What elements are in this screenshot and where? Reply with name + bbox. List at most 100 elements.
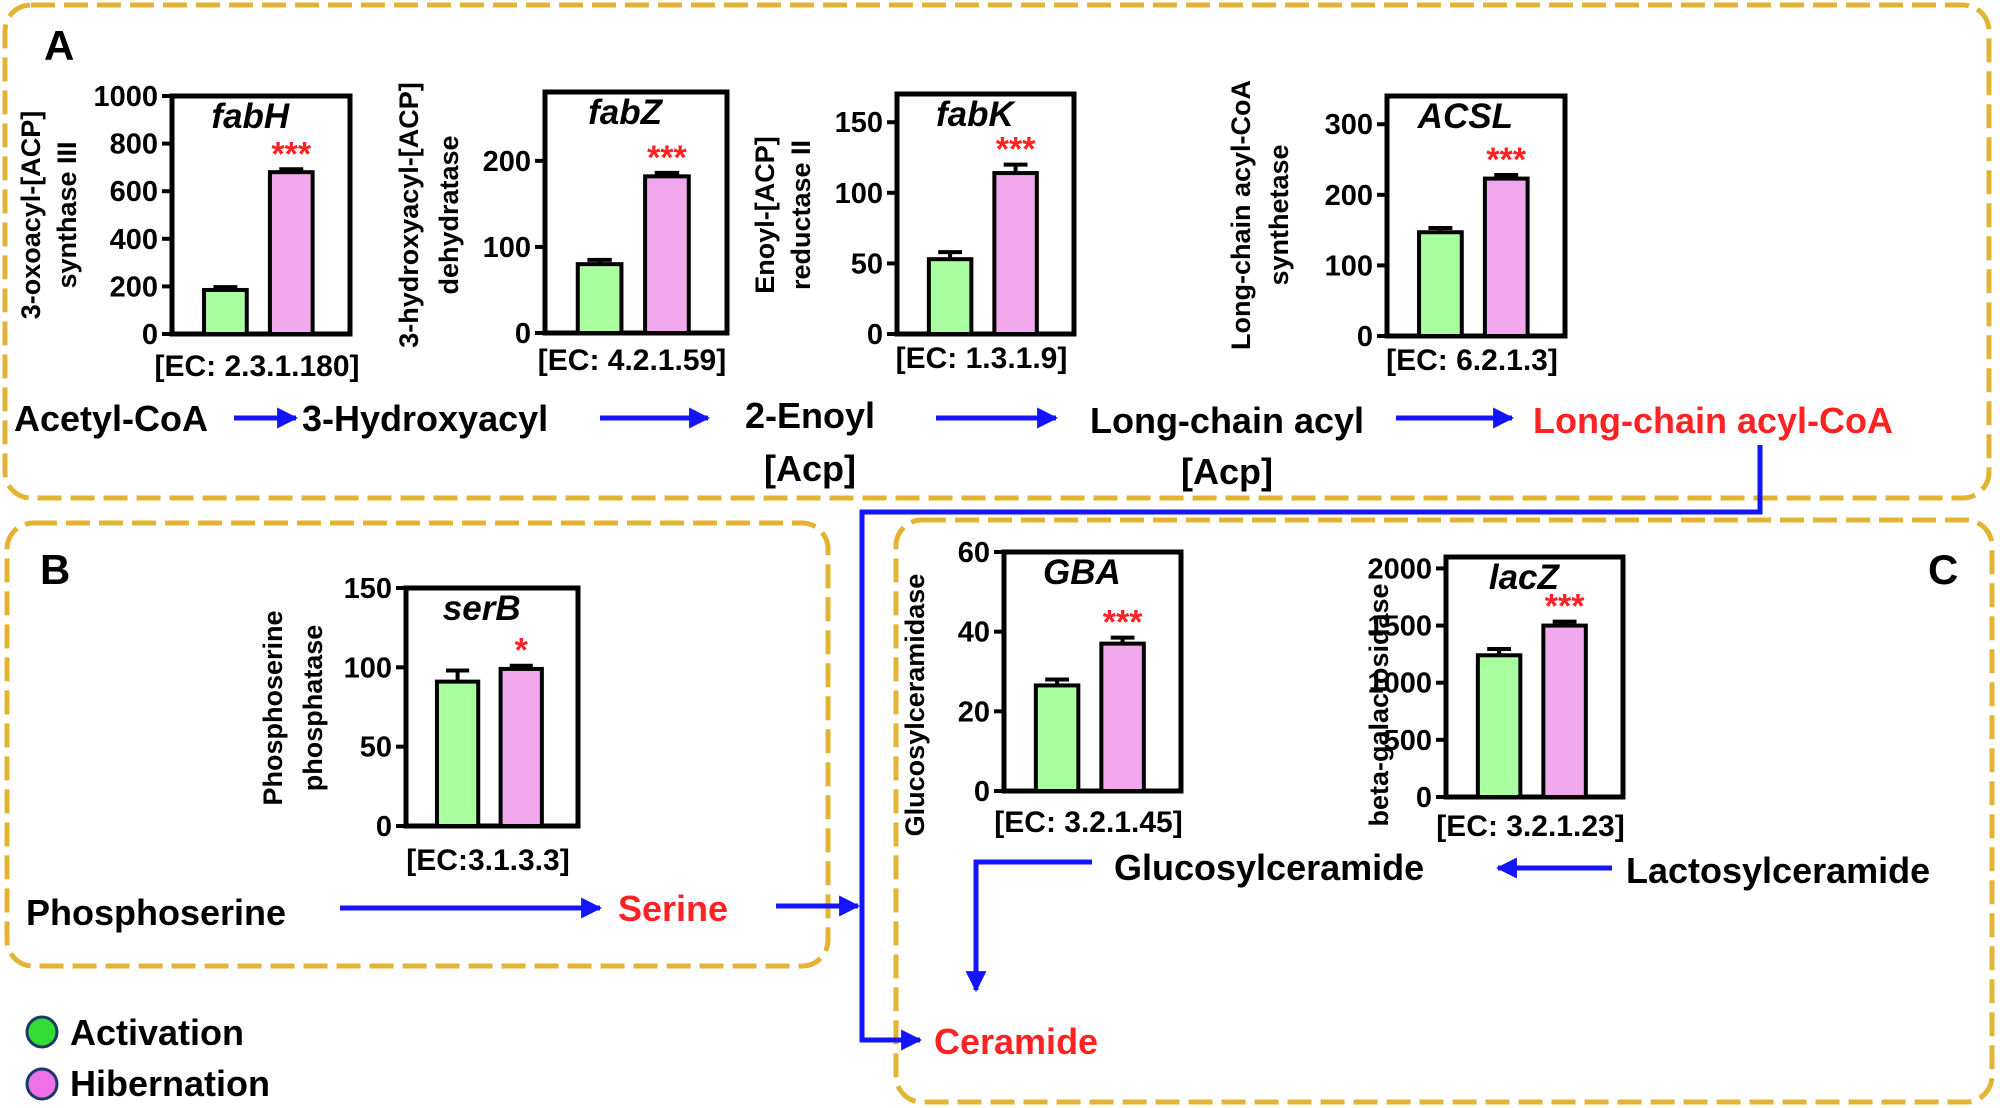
- significance-marker: ***: [1486, 141, 1526, 179]
- y-tick-label: 1000: [93, 81, 158, 113]
- metabolite-serine: Serine: [618, 888, 728, 929]
- chart-frame: [1384, 93, 1568, 339]
- y-tick-label: 0: [142, 319, 158, 351]
- chart-frame: [542, 89, 730, 336]
- significance-marker: *: [515, 632, 529, 670]
- metabolite-acetyl-coa: Acetyl-CoA: [14, 398, 208, 439]
- bar-activation: [1417, 230, 1464, 338]
- y-axis-label: phosphatase: [298, 625, 328, 792]
- chart-frame: [894, 91, 1077, 337]
- metabolite-ceramide: Ceramide: [934, 1021, 1098, 1062]
- y-axis-label: 3-oxoacyl-[ACP]: [16, 111, 46, 320]
- y-tick-label: 0: [867, 319, 883, 351]
- y-axis-label: synthase III: [52, 141, 82, 288]
- y-axis-label: Enoyl-[ACP]: [750, 136, 780, 294]
- bar-activation: [202, 287, 249, 336]
- chart-title: fabH: [211, 97, 290, 136]
- y-axis-label: Phosphoserine: [258, 610, 288, 805]
- ec-number: [EC: 4.2.1.59]: [538, 344, 726, 377]
- y-tick-label: 0: [974, 776, 990, 808]
- y-tick-label: 100: [1325, 250, 1373, 282]
- chart-frame: [1001, 549, 1184, 794]
- significance-marker: ***: [1545, 588, 1585, 626]
- legend-label-activation: Activation: [70, 1012, 244, 1053]
- ec-number: [EC: 3.2.1.45]: [994, 806, 1182, 839]
- y-tick-label: 100: [483, 232, 531, 264]
- y-tick-label: 100: [344, 652, 392, 684]
- panel-a-label: A: [44, 22, 74, 69]
- chart-frame: [169, 93, 353, 337]
- arrows-layer: [234, 407, 1763, 1051]
- chart-title: serB: [443, 589, 521, 628]
- metabolite-2-enoyl-acp: [Acp]: [764, 448, 856, 489]
- ec-number: [EC:3.1.3.3]: [406, 844, 569, 877]
- metabolite-long-chain-acyl-coa: Long-chain acyl-CoA: [1533, 400, 1893, 441]
- y-tick-label: 40: [958, 617, 990, 649]
- bar-hibernation: [267, 170, 315, 336]
- arrow-glucosylceramide-to-ceramide: [965, 859, 1092, 993]
- ec-number: [EC: 6.2.1.3]: [1386, 344, 1558, 377]
- metabolites-layer: Acetyl-CoA 3-Hydroxyacyl 2-Enoyl [Acp] L…: [14, 395, 1930, 1062]
- arrow-coa-to-ceramide: [859, 445, 1763, 1051]
- chart-frame: [1443, 554, 1626, 800]
- y-tick-label: 150: [835, 107, 883, 139]
- chart-fabk: 0 50 100 150 ***fabK [EC: 1.3.1.9] Enoyl-[ACP]…: [750, 91, 1077, 375]
- y-axis-label: synthetase: [1264, 144, 1294, 285]
- y-tick-label: 0: [515, 318, 531, 350]
- bar-hibernation: [498, 666, 544, 828]
- legend-label-hibernation: Hibernation: [70, 1063, 270, 1104]
- bar-activation: [434, 679, 481, 829]
- y-axis-label: reductase II: [786, 140, 816, 290]
- y-tick-label: 0: [1416, 782, 1432, 814]
- y-tick-label: 1500: [1367, 611, 1432, 643]
- panel-b-border: [4, 520, 831, 969]
- metabolite-lactosylceramide: Lactosylceramide: [1626, 850, 1930, 891]
- y-tick-label: 60: [958, 537, 990, 569]
- y-axis-label: Glucosylceramidase: [900, 574, 930, 837]
- ec-number: [EC: 3.2.1.23]: [1436, 810, 1624, 843]
- significance-marker: ***: [996, 131, 1036, 169]
- y-tick-label: 200: [483, 146, 531, 178]
- metabolite-long-chain-acyl: Long-chain acyl: [1090, 400, 1364, 441]
- metabolite-glucosylceramide: Glucosylceramide: [1114, 847, 1424, 888]
- panel-a-border: [2, 2, 1992, 501]
- significance-marker: ***: [271, 135, 311, 173]
- y-axis-label: Long-chain acyl-CoA: [1226, 80, 1256, 350]
- y-tick-label: 100: [835, 178, 883, 210]
- chart-title: lacZ: [1489, 558, 1561, 597]
- chart-title: ACSL: [1417, 97, 1513, 136]
- y-tick-label: 150: [344, 573, 392, 605]
- y-tick-label: 400: [110, 224, 158, 256]
- y-tick-label: 1000: [1367, 668, 1432, 700]
- significance-marker: ***: [1103, 604, 1143, 642]
- bar-hibernation: [643, 174, 691, 335]
- bar-hibernation: [1541, 623, 1588, 799]
- bar-hibernation: [992, 171, 1039, 336]
- chart-frame: [403, 585, 581, 829]
- significance-marker: ***: [647, 139, 687, 177]
- y-tick-label: 200: [1325, 180, 1373, 212]
- panel-b-label: B: [40, 546, 70, 593]
- legend: Activation Hibernation: [25, 1012, 270, 1104]
- y-tick-label: 600: [110, 176, 158, 208]
- legend-swatch-activation: [25, 1015, 59, 1049]
- bar-activation: [575, 262, 624, 335]
- y-tick-label: 50: [851, 248, 883, 280]
- chart-title: fabK: [936, 95, 1017, 134]
- legend-swatch-hibernation: [25, 1067, 59, 1101]
- panel-c-border: [893, 517, 1995, 1105]
- chart-title: GBA: [1043, 553, 1121, 592]
- y-tick-label: 0: [376, 811, 392, 843]
- metabolite-3-hydroxyacyl: 3-Hydroxyacyl: [302, 398, 548, 439]
- ec-number: [EC: 1.3.1.9]: [896, 342, 1068, 375]
- y-tick-label: 800: [110, 129, 158, 161]
- chart-title: fabZ: [588, 93, 664, 132]
- bar-activation: [1475, 653, 1523, 799]
